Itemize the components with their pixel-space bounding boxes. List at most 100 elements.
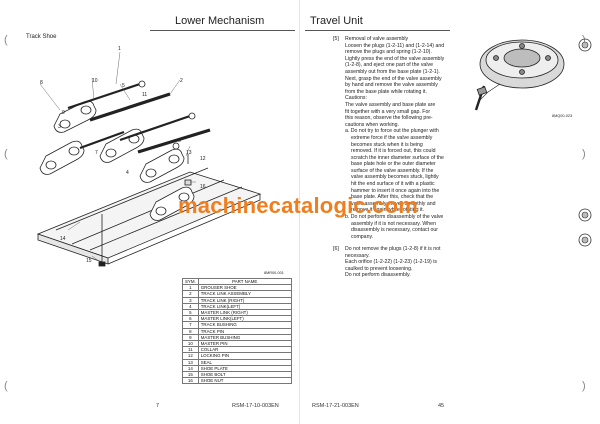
callout-12: 12 <box>200 156 206 162</box>
binder-hole-mark: ( <box>4 380 8 392</box>
callout-3: 3 <box>58 124 61 130</box>
text-line: assembly out from the base plate (1-2-1)… <box>345 68 440 75</box>
text-line: hammer to insert it once again into the <box>351 187 440 194</box>
table-cell: MASTER LINK (RIGHT) <box>197 308 292 317</box>
callout-15: 15 <box>86 258 92 264</box>
text-line: Each orifice (1-2-22) (1-2-23) (1-2-19) … <box>345 259 437 266</box>
table-cell: COLLAR <box>197 346 292 354</box>
right-margin-icon <box>578 233 592 247</box>
text-line: this reason, observe the following pre- <box>345 115 433 122</box>
table-cell: LOCKING PIN <box>197 352 292 360</box>
text-line: fit together with a very small gap. For <box>345 108 431 115</box>
text-line: Do not remove the plugs (1-2-8) if it is… <box>345 246 441 252</box>
left-page-header: Lower Mechanism <box>175 15 265 27</box>
table-cell: MASTER BUSHING <box>197 333 292 342</box>
callout-14: 14 <box>60 236 66 242</box>
figure-code: 8MR00-001 <box>264 271 284 275</box>
text-line: disassembly is necessary, contact our <box>351 227 438 234</box>
text-line: by hand and remove the valve assembly <box>345 82 438 89</box>
left-page-doc-code: RSM-17-10-003EN <box>232 403 279 409</box>
table-cell: TRACK LINK (RIGHT) <box>197 296 292 304</box>
text-line: (1-2-8), and eject one part of the valve <box>345 62 433 69</box>
table-cell: SHOE NUT <box>197 377 292 385</box>
text-line: company. <box>351 233 374 240</box>
table-cell: MASTER LINK(LEFT) <box>197 315 292 323</box>
text-line: base plate hole or the outer diameter <box>351 161 436 168</box>
right-page-header: Travel Unit <box>310 15 363 27</box>
callout-2: 2 <box>180 78 183 84</box>
section-title: Track Shoe <box>26 34 57 40</box>
callout-13: 13 <box>186 150 192 156</box>
text-line: necessary. <box>345 252 370 259</box>
callout-8: 8 <box>40 80 43 86</box>
text-line: hit the end surface of it with a plastic <box>351 181 435 188</box>
text-line: base plate. After this, check that the <box>351 194 434 201</box>
callout-1: 1 <box>118 46 121 52</box>
right-page-number: 45 <box>438 403 445 409</box>
text-line: a. Do not try to force out the plunger w… <box>345 128 439 135</box>
binder-hole-mark: ( <box>4 148 8 160</box>
table-cell: SHOE BOLT <box>197 371 292 379</box>
table-cell: GROUSER SHOE <box>197 284 292 292</box>
text-line: removed. If it is forced out, this could <box>351 148 436 155</box>
table-cell: TRACK BUSHING <box>197 321 292 329</box>
table-cell: SEAL <box>197 358 292 366</box>
text-line: Cautions: <box>345 95 367 102</box>
callout-7: 7 <box>95 150 98 156</box>
right-header-rule <box>305 30 450 31</box>
callout-5: 5 <box>122 83 125 89</box>
table-cell: 16 <box>182 377 199 385</box>
binder-hole-mark: ) <box>582 34 586 46</box>
callout-16: 16 <box>200 184 206 190</box>
step-5-text: Removal of valve assembly Loosen the plu… <box>345 36 462 240</box>
watermark-text: machinecatalogic.com <box>178 193 418 218</box>
left-header-rule <box>150 30 295 31</box>
text-line: valve assembly becomes stuck, lightly <box>351 174 439 181</box>
track-shoe-exploded-diagram <box>36 51 262 267</box>
text-line: extreme force if the valve assembly <box>351 134 433 141</box>
text-line: The valve assembly and base plate are <box>345 101 436 108</box>
text-line: caulked to prevent loosening. <box>345 265 413 272</box>
page-gutter <box>299 0 300 424</box>
binder-hole-mark: ( <box>4 34 8 46</box>
callout-10: 10 <box>92 78 98 84</box>
binder-hole-mark: ) <box>582 148 586 160</box>
table-cell: SHOE PLATE <box>197 364 292 373</box>
table-cell: TRACK PIN <box>197 327 292 335</box>
text-line: scratch the inner diameter surface of th… <box>351 154 444 161</box>
step-number: [5] <box>333 36 339 42</box>
text-line: surface of the valve assembly. If the <box>351 167 434 174</box>
right-margin-icon <box>578 208 592 222</box>
right-figure-code: 8MQ00-023 <box>552 114 573 118</box>
text-line: Do not perform disassembly. <box>345 272 411 279</box>
callout-4: 4 <box>126 170 129 176</box>
step-6-text: Do not remove the plugs (1-2-8) if it is… <box>345 246 462 279</box>
binder-hole-mark: ) <box>582 380 586 392</box>
step-number: [6] <box>333 246 339 252</box>
table-cell: TRACK LINK ASSEMBLY <box>197 290 292 298</box>
text-line: from the base plate while rotating it. <box>345 88 427 95</box>
callout-6: 6 <box>178 138 181 144</box>
text-line: Removal of valve assembly <box>345 36 409 42</box>
text-line: becomes stuck when it is being <box>351 141 423 148</box>
table-cell: MASTER PIN <box>197 340 292 348</box>
table-header-row: SYM. PART NAME <box>182 277 292 286</box>
table-cell: TRACK LINK(LEFT) <box>197 302 292 311</box>
text-line: Next, grasp the end of the valve assembl… <box>345 75 442 82</box>
right-page-doc-code: RSM-17-21-003EN <box>312 403 359 409</box>
text-line: Loosen the plugs (1-2-11) and (1-2-14) a… <box>345 42 445 49</box>
text-line: remove it again while rotating it. <box>351 207 424 214</box>
